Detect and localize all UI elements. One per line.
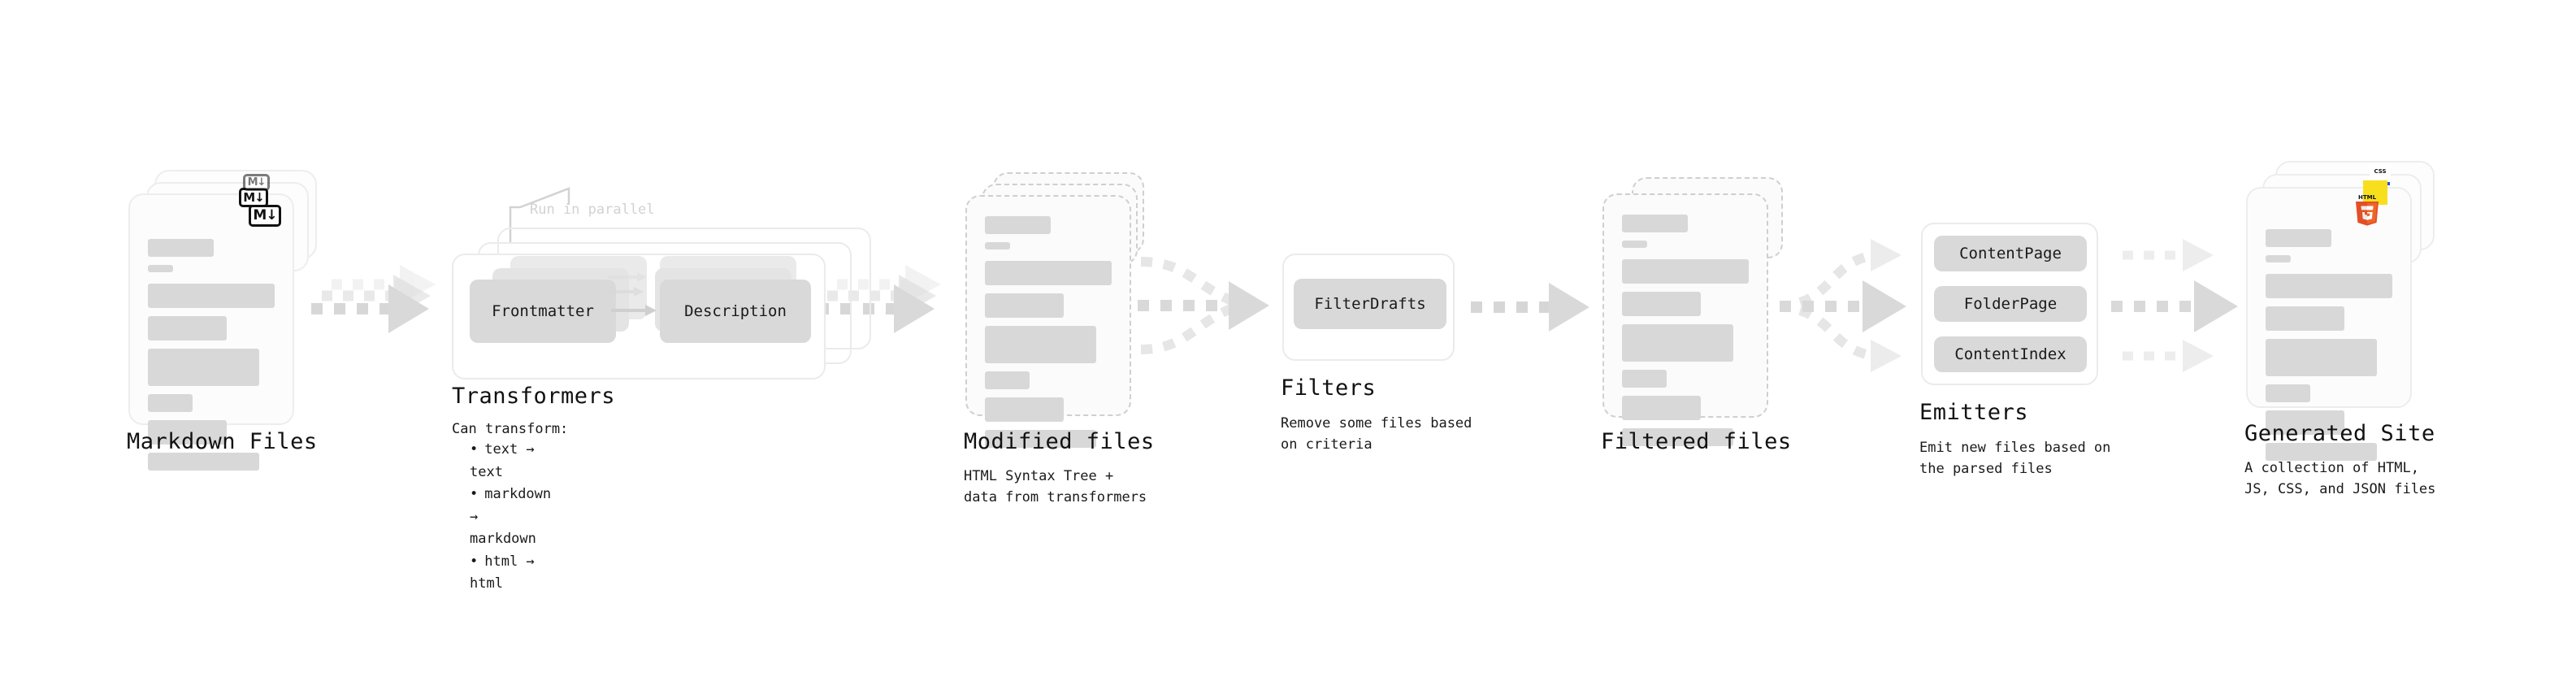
markdown-icon-back-2: M↓ [243,174,270,191]
emitters-desc: Emit new files based on the parsed files [1919,440,2111,478]
label-modified-files: Modified files [964,429,1155,454]
transformers-bullet-1: markdown → markdown [470,484,551,551]
emitter-chip-contentpage[interactable]: ContentPage [1934,236,2087,271]
svg-text:HTML: HTML [2358,194,2377,201]
emitter-chip-folderpage[interactable]: FolderPage [1934,286,2087,322]
filtered-doc-lines [1622,215,1749,454]
emitter-chip-contentindex[interactable]: ContentIndex [1934,336,2087,372]
run-in-parallel-bracket [509,187,570,244]
transformer-chip-frontmatter[interactable]: Frontmatter [470,280,616,343]
transformers-bullet-0: text → text [470,439,551,484]
filters-desc: Remove some files based on criteria [1281,415,1472,453]
modified-card-front [965,195,1131,448]
filter-chip-filterdrafts[interactable]: FilterDrafts [1294,279,1446,329]
label-filters: Filters [1281,375,1377,401]
arrow-modified-to-filters [1138,257,1269,354]
transformers-desc-heading: Can transform: [452,421,569,437]
arrow-filters-to-filtered [1471,283,1589,332]
label-emitters: Emitters [1919,400,2029,425]
arrow-filtered-to-emitters [1780,239,1906,372]
generated-site-desc: A collection of HTML, JS, CSS, and JSON … [2244,460,2436,498]
label-generated-site: Generated Site [2244,421,2435,446]
site-card-front [2246,187,2412,461]
modified-files-desc: HTML Syntax Tree + data from transformer… [964,468,1147,506]
transformers-bullets: text → text markdown → markdown html → h… [457,439,551,596]
js-icon [2363,180,2387,205]
arrow-markdown-to-transformers [311,265,436,333]
label-filtered-files: Filtered files [1601,429,1792,454]
label-transformers: Transformers [452,384,616,409]
markdown-doc-lines [148,239,275,479]
transformers-bullet-2: html → html [470,551,551,596]
arrow-transformers-to-modified [817,265,941,333]
modified-doc-lines [985,216,1112,456]
html5-icon: HTML [2353,193,2381,228]
arrow-emitters-to-site [2111,239,2238,372]
filtered-card-front [1602,193,1768,446]
annotation-run-in-parallel: Run in parallel [530,202,655,218]
transformer-chip-description[interactable]: Description [660,280,811,343]
label-markdown-files: Markdown Files [127,429,318,454]
markdown-card-front: M↓ [128,193,294,471]
site-doc-lines [2266,229,2392,469]
